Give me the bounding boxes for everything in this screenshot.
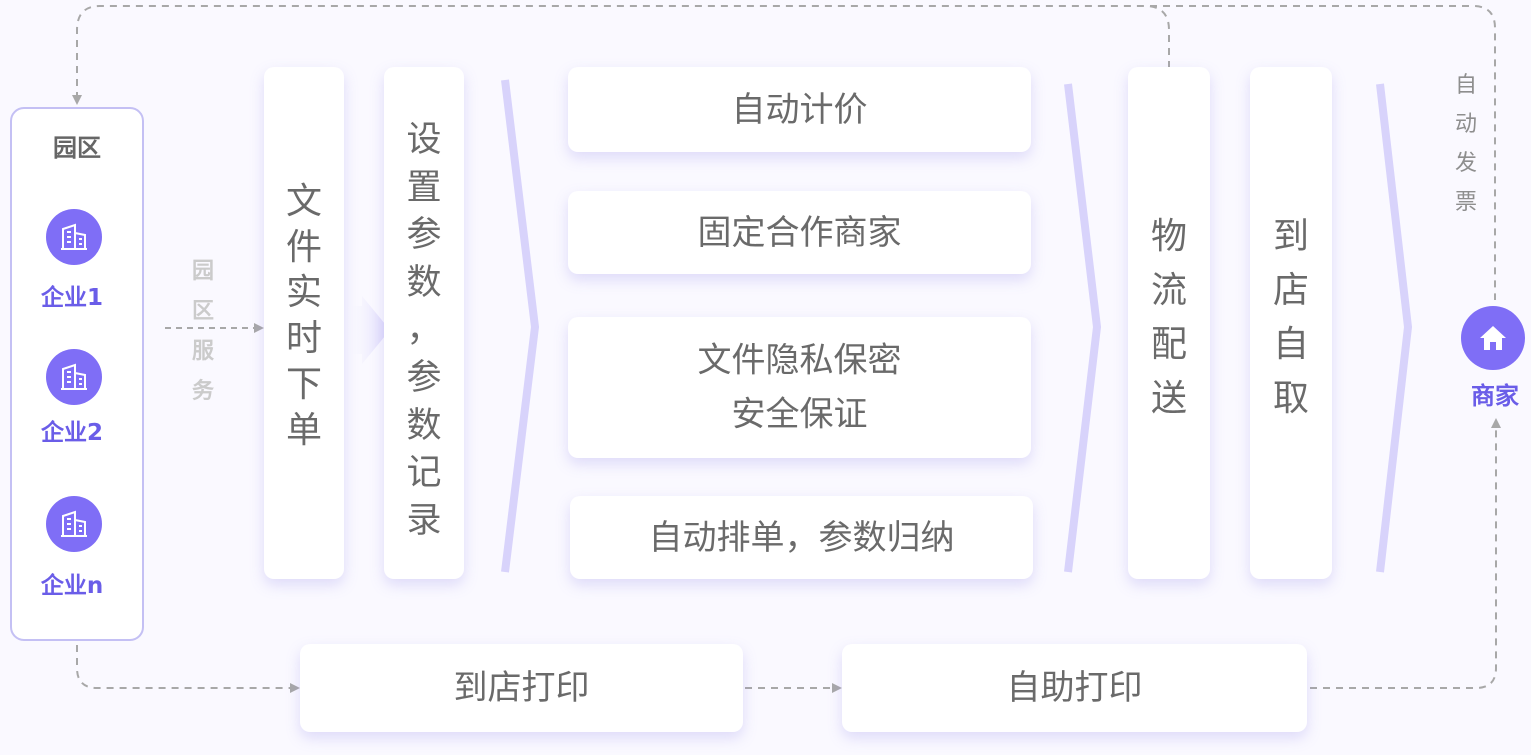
step-order-char: 下 — [285, 363, 322, 405]
step-order-char: 单 — [285, 409, 322, 451]
step-order-card: 文件实时下单 — [264, 67, 344, 579]
self-print-label: 自助打印 — [1006, 667, 1143, 708]
building-icon — [46, 349, 102, 405]
chevron-3 — [1376, 83, 1413, 573]
in-store-print-card: 到店打印 — [300, 644, 743, 732]
chevron-1 — [501, 79, 540, 573]
step-params-char: 数 — [406, 405, 442, 446]
step-params-char: ， — [406, 310, 442, 351]
invoice-char: 发 — [1454, 151, 1477, 177]
park-service-char: 区 — [191, 299, 214, 325]
delivery-logistics-char: 配 — [1150, 324, 1187, 365]
feature-auto-pricing-label: 自动计价 — [731, 89, 868, 130]
step-params-char: 录 — [406, 500, 442, 541]
delivery-logistics-text: 物流配送 — [1128, 210, 1210, 426]
delivery-pickup-char: 店 — [1272, 270, 1309, 311]
step-order-char: 文 — [285, 181, 322, 222]
park-to-store-arrow — [76, 645, 300, 693]
invoice-arrow — [1150, 5, 1496, 300]
delivery-logistics-card: 物流配送 — [1128, 67, 1210, 579]
delivery-pickup-char: 取 — [1272, 378, 1309, 419]
delivery-pickup-text: 到店自取 — [1250, 210, 1332, 426]
merchant-label: 商家 — [1471, 382, 1519, 410]
park-service-char: 园 — [191, 259, 214, 284]
feature-fixed-merchants-label: 固定合作商家 — [697, 212, 902, 253]
step-params-text: 设置参数，参数记录 — [384, 117, 464, 545]
feature-privacy-line-1: 文件隐私保密 — [697, 340, 902, 381]
invoice-char: 票 — [1454, 190, 1477, 216]
step-params-char: 置 — [406, 167, 442, 208]
invoice-label: 自动发票 — [1451, 66, 1481, 223]
flow-block-arrow — [344, 296, 390, 364]
in-store-print-label: 到店打印 — [453, 667, 590, 708]
feature-fixed-merchants: 固定合作商家 — [568, 191, 1031, 274]
step-params-char: 数 — [406, 262, 442, 303]
step-order-char: 件 — [285, 226, 322, 268]
feature-privacy: 文件隐私保密 安全保证 — [568, 317, 1031, 458]
feature-auto-schedule: 自动排单，参数归纳 — [570, 496, 1033, 579]
feature-auto-schedule-label: 自动排单，参数归纳 — [648, 517, 955, 558]
step-order-char: 实 — [285, 272, 322, 314]
step-params-char: 参 — [406, 215, 442, 256]
building-icon — [46, 496, 102, 552]
invoice-char: 自 — [1454, 73, 1477, 98]
chevron-2 — [1064, 83, 1102, 573]
step-order-text: 文件实时下单 — [264, 179, 344, 453]
enterprise-n-label: 企业n — [40, 573, 104, 599]
step-params-char: 记 — [406, 453, 442, 494]
step-params-card: 设置参数，参数记录 — [384, 67, 464, 579]
invoice-char: 动 — [1454, 112, 1477, 138]
delivery-logistics-char: 流 — [1150, 270, 1187, 311]
step-params-char: 参 — [406, 357, 442, 398]
feature-auto-pricing: 自动计价 — [568, 67, 1031, 152]
step-params-char: 设 — [406, 120, 442, 160]
park-service-char: 务 — [191, 379, 214, 405]
delivery-pickup-char: 到 — [1272, 216, 1309, 257]
building-icon — [46, 209, 102, 265]
park-title: 园区 — [53, 134, 101, 162]
self-print-card: 自助打印 — [842, 644, 1307, 732]
self-to-merchant-arrow — [1310, 418, 1501, 689]
feature-privacy-line-2: 安全保证 — [731, 394, 868, 435]
feature-privacy-text: 文件隐私保密 安全保证 — [568, 333, 1031, 442]
delivery-logistics-char: 物 — [1150, 216, 1187, 257]
top-return-arrow — [72, 5, 1170, 105]
enterprise-2-label: 企业2 — [40, 420, 103, 446]
delivery-logistics-char: 送 — [1150, 378, 1187, 419]
enterprise-1-label: 企业1 — [40, 285, 103, 311]
park-service-label: 园区服务 — [188, 252, 218, 412]
delivery-pickup-card: 到店自取 — [1250, 67, 1332, 579]
park-service-char: 服 — [191, 339, 214, 365]
home-icon — [1461, 306, 1525, 370]
delivery-pickup-char: 自 — [1272, 324, 1309, 365]
step-order-char: 时 — [285, 318, 322, 360]
